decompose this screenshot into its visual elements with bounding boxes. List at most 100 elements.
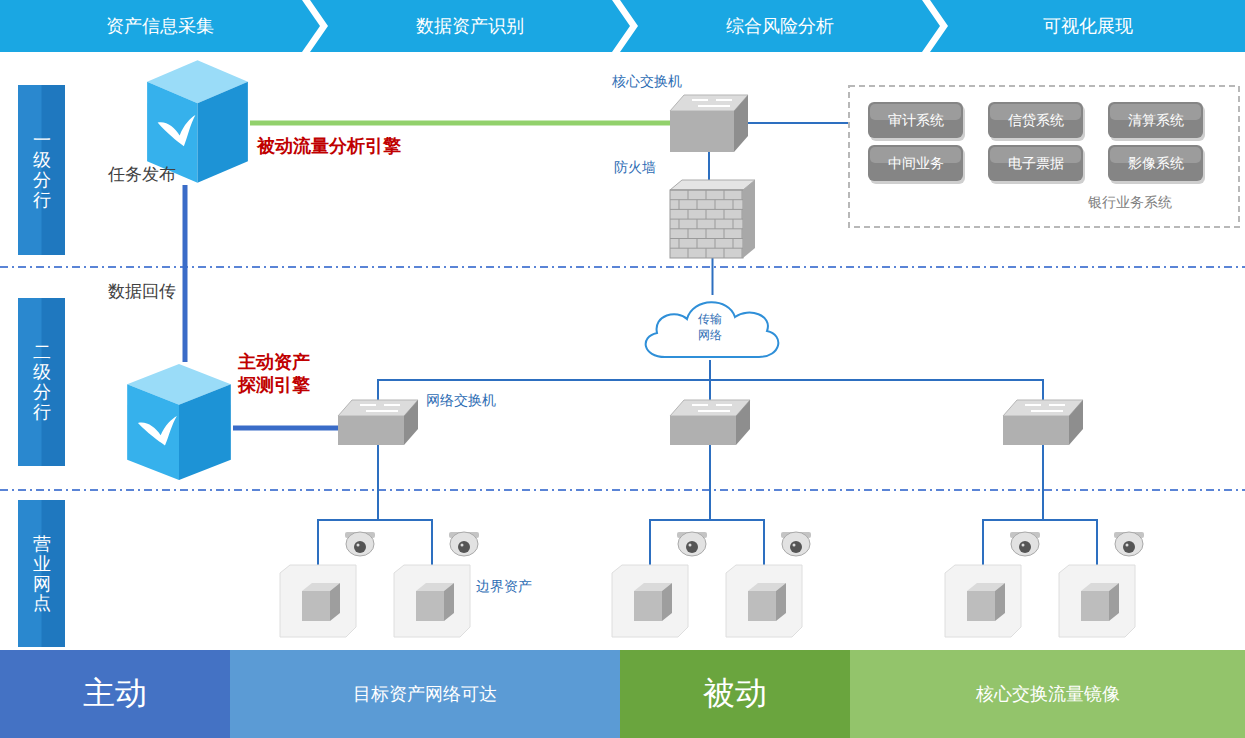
step-chevron: 数据资产识别 (310, 0, 630, 52)
node-label: 被动 (703, 673, 767, 715)
tier-band: 一级分行 (18, 85, 65, 255)
switch-arrow (360, 404, 376, 406)
asset-frame (280, 565, 356, 637)
camera-lens (1019, 541, 1031, 553)
brick-joint (697, 239, 698, 249)
legend-bar (230, 650, 620, 738)
brick-joint (688, 248, 689, 258)
asset-side (444, 583, 454, 621)
cube-right (179, 384, 231, 480)
asset-front (302, 591, 330, 621)
firewall-icon: 防火墙 (670, 180, 755, 258)
branch-wire (650, 445, 764, 565)
text-label: 任务发布 (108, 165, 125, 184)
camera-lens (354, 541, 366, 553)
system-button (868, 102, 963, 138)
tier-band (18, 298, 65, 466)
camera-lens-glint (357, 544, 360, 547)
node-label: 中间业务 (888, 154, 944, 172)
camera-lens-glint (1126, 544, 1129, 547)
connector (233, 426, 338, 431)
switch-arrow (692, 404, 708, 406)
node-outline (145, 58, 250, 185)
branch-wire (318, 445, 432, 565)
brick-joint (679, 200, 680, 210)
node-outline (670, 400, 750, 445)
connector (748, 122, 848, 124)
node-label: 传输 网络 (696, 312, 725, 343)
step-chevron: 资产信息采集 (0, 0, 320, 52)
tier-divider (0, 489, 1245, 491)
engine-cube: 主动资产 探测引擎 (125, 362, 233, 482)
brick-joint (724, 248, 725, 258)
cube-right (198, 82, 248, 183)
tier-band: 二级分行 (18, 298, 65, 466)
node-outline (125, 362, 233, 482)
edge-asset-box (1059, 565, 1135, 637)
system-box: 影像系统 (1108, 145, 1203, 181)
bird-logo (138, 416, 177, 445)
camera-lens-glint (689, 544, 692, 547)
node-label: 核心交换流量镜像 (976, 682, 1120, 705)
switch-arrow (1047, 410, 1063, 412)
brick-joint (742, 248, 743, 258)
switch-side (736, 400, 750, 445)
switch-arrow (714, 410, 730, 412)
node-label: 一级分行 (33, 130, 51, 209)
brick-joint (688, 190, 689, 200)
node-label: 审计系统 (888, 111, 944, 129)
switch-arrow (1025, 404, 1041, 406)
chevron-shape (620, 0, 940, 52)
legend-bar (850, 650, 1245, 738)
network-cloud: 传输 网络 (635, 295, 785, 360)
camera-icon (781, 532, 811, 556)
camera-lens-glint (461, 544, 464, 547)
node-label: 被动流量分析引擎 (257, 134, 401, 157)
chevron-shape (0, 0, 320, 52)
switch-arrow (692, 99, 708, 101)
branch-wire (983, 445, 1097, 565)
edge-asset-box (394, 565, 470, 637)
connector (708, 152, 710, 180)
switch-arrow (698, 105, 714, 107)
brick-joint (724, 190, 725, 200)
camera-lens (458, 541, 470, 553)
asset-side (1109, 583, 1119, 621)
node-label: 综合风险分析 (726, 14, 834, 37)
connector (183, 185, 188, 362)
brick-line (670, 219, 743, 220)
camera-icon (677, 532, 707, 556)
edge-asset-box (280, 565, 356, 637)
camera-dome (1011, 532, 1039, 556)
connector (710, 360, 1043, 400)
brick-joint (724, 229, 725, 239)
system-box: 电子票据 (988, 145, 1083, 181)
network-switch (670, 400, 750, 445)
chevron-shape (930, 0, 1245, 52)
network-switch: 网络交换机 (338, 400, 418, 445)
system-button (1108, 102, 1203, 138)
brick-joint (715, 200, 716, 210)
switch-front (338, 416, 404, 445)
tier-band: 营业网点 (18, 500, 65, 647)
camera-icon (1010, 532, 1040, 556)
text-label: 边界资产 (476, 578, 532, 596)
camera-icon (449, 532, 479, 556)
node-label: 网络交换机 (426, 391, 496, 409)
brick-joint (679, 219, 680, 229)
brick-joint (715, 239, 716, 249)
node-label: 主动资产 探测引擎 (238, 350, 321, 397)
step-chevron: 综合风险分析 (620, 0, 940, 52)
system-box: 清算系统 (1108, 102, 1203, 138)
camera-lens (790, 541, 802, 553)
branch-assets (280, 445, 479, 637)
brick-joint (679, 239, 680, 249)
branch-assets (945, 445, 1144, 637)
mode-bar: 核心交换流量镜像 (850, 650, 1245, 738)
switch-arrow (716, 99, 732, 101)
legend-bar (0, 650, 230, 738)
node-outline (670, 180, 755, 258)
brick-joint (715, 219, 716, 229)
network-switch (1003, 400, 1083, 445)
